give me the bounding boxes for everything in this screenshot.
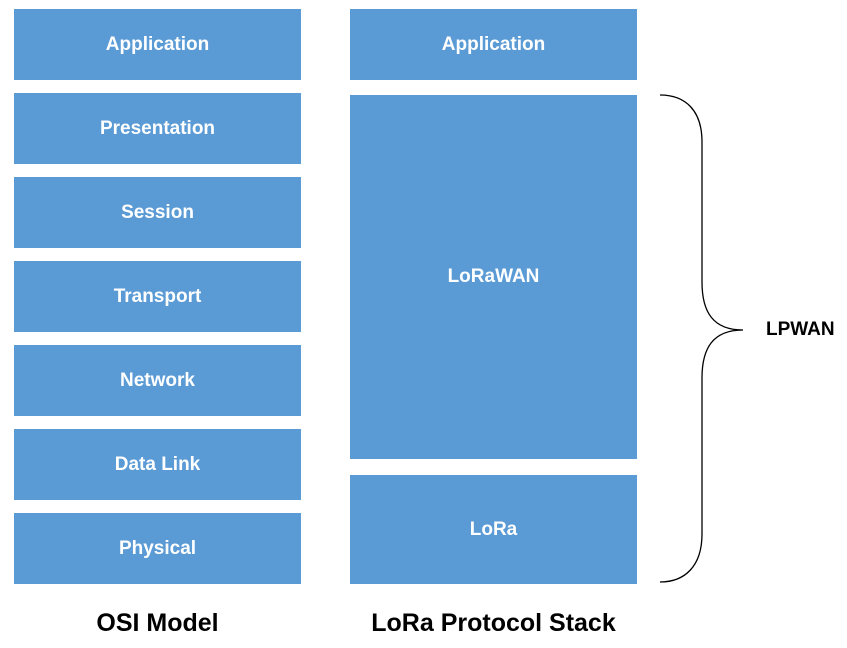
lpwan-label: LPWAN <box>766 319 835 340</box>
osi-layer-session: Session <box>14 177 301 248</box>
osi-layer-application: Application <box>14 9 301 80</box>
lora-layer-lora: LoRa <box>350 475 637 584</box>
osi-model-caption: OSI Model <box>96 609 219 637</box>
osi-layer-network: Network <box>14 345 301 416</box>
curly-brace <box>659 94 744 583</box>
lora-protocol-stack-caption: LoRa Protocol Stack <box>371 609 616 637</box>
osi-layer-transport: Transport <box>14 261 301 332</box>
lora-layer-application: Application <box>350 9 637 80</box>
osi-layer-presentation: Presentation <box>14 93 301 164</box>
osi-layer-physical: Physical <box>14 513 301 584</box>
osi-layer-data-link: Data Link <box>14 429 301 500</box>
lora-layer-lorawan: LoRaWAN <box>350 95 637 459</box>
